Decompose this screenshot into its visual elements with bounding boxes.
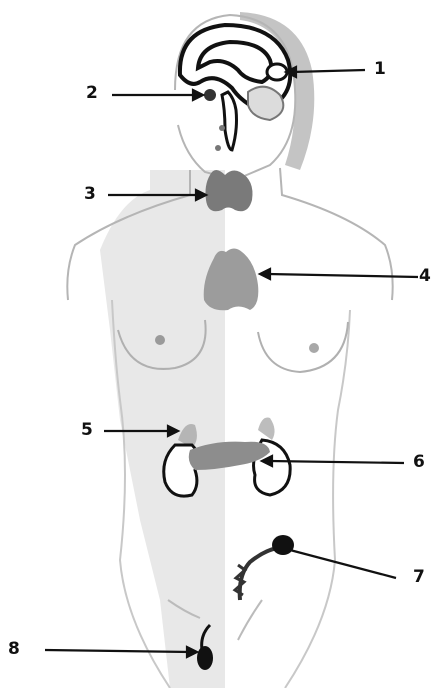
uterine-tube xyxy=(240,548,278,600)
label-5: 5 xyxy=(81,422,93,439)
leader-4 xyxy=(268,274,418,277)
leader-lines xyxy=(45,67,418,657)
label-6: 6 xyxy=(413,454,425,471)
nipple-right xyxy=(309,343,319,353)
face-mark xyxy=(219,125,225,131)
label-8: 8 xyxy=(8,641,20,658)
arrowhead-2 xyxy=(193,90,203,100)
nipple-left xyxy=(155,335,165,345)
leader-7 xyxy=(290,550,396,578)
label-7: 7 xyxy=(413,569,425,586)
brainstem xyxy=(222,92,237,150)
label-4: 4 xyxy=(419,268,431,285)
pituitary-gland xyxy=(204,89,216,101)
testis xyxy=(197,646,213,670)
adrenal-gland-right xyxy=(258,418,275,441)
breast-right xyxy=(258,322,348,372)
label-3: 3 xyxy=(84,186,96,203)
label-2: 2 xyxy=(86,85,98,102)
groin-line-right xyxy=(238,600,262,640)
torso-shadow xyxy=(100,170,225,688)
ovary xyxy=(272,535,294,555)
arrowhead-4 xyxy=(260,269,270,279)
face-mark xyxy=(215,145,221,151)
thyroid-gland xyxy=(206,170,253,211)
label-1: 1 xyxy=(374,61,386,78)
